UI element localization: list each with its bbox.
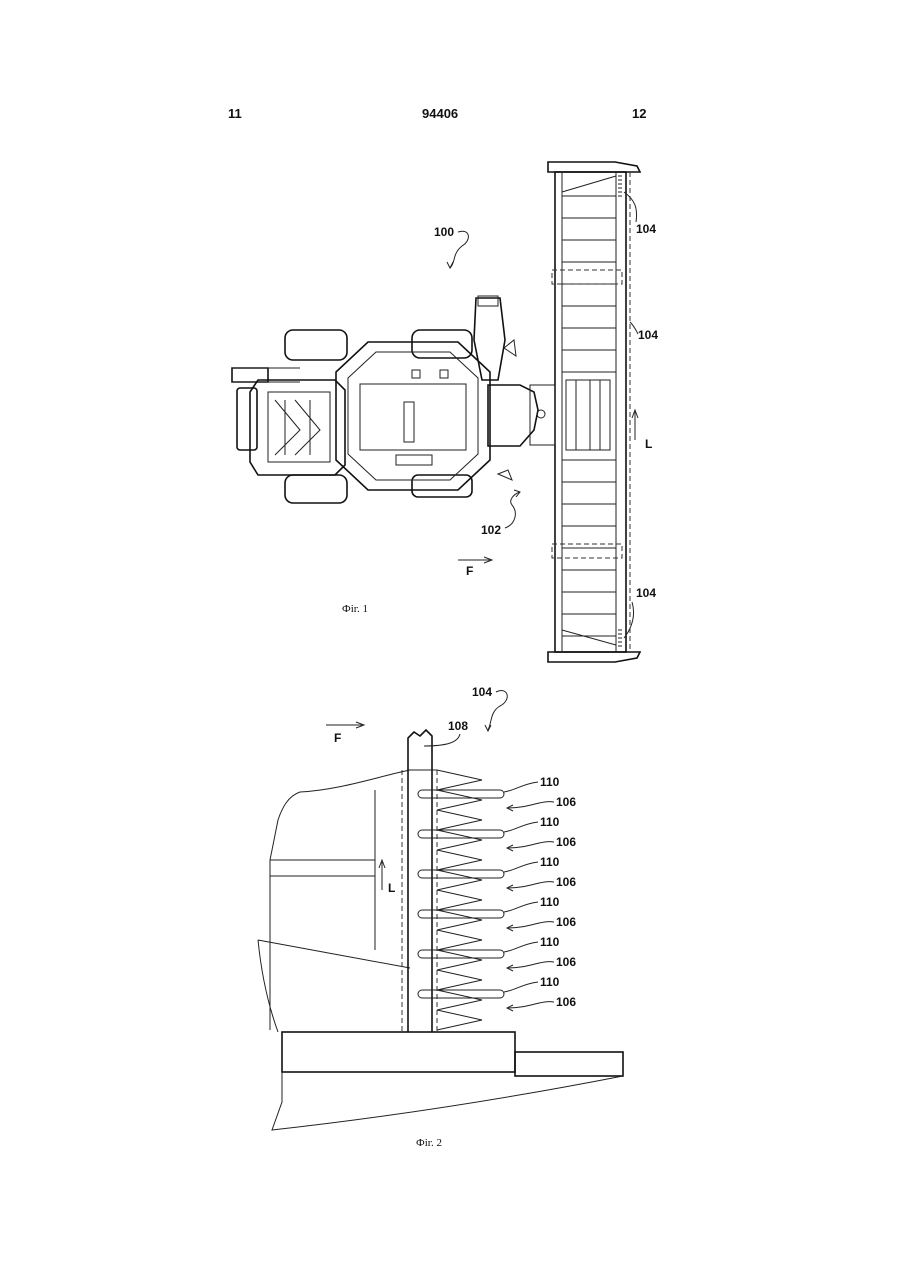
- ref-106-label: 106: [556, 915, 576, 929]
- ref-104-bottom-label: 104: [636, 586, 656, 600]
- ref-104-middle-label: 104: [638, 328, 658, 342]
- figure-1: 100 104 104 L 104 102 F Фіг. 1: [232, 162, 658, 662]
- figure-1-caption: Фіг. 1: [342, 603, 368, 615]
- platform-slats: [562, 196, 616, 636]
- ref-106-label: 106: [556, 995, 576, 1009]
- tooth-reference-labels: 110 106 110 106 110 106 110 106 110 106 110 106: [504, 775, 576, 1011]
- tooth-guard: [418, 830, 504, 838]
- ref-106-leader: [508, 962, 554, 968]
- lateral-direction-label: L: [645, 437, 652, 451]
- figure-2: 104 108 F L 1101061101061101061101061101…: [258, 685, 623, 1149]
- fig2-ref-104-label: 104: [472, 685, 492, 699]
- ref-106-label: 106: [556, 875, 576, 889]
- tooth-guard: [418, 790, 504, 798]
- ref-110-leader: [504, 902, 538, 912]
- ref-106-label: 106: [556, 955, 576, 969]
- ref-110-label: 110: [540, 895, 560, 909]
- fig2-ref-104-arrowhead: [485, 725, 491, 731]
- ref-106-leader: [508, 882, 554, 888]
- figure-2-caption: Фіг. 2: [416, 1137, 442, 1149]
- ref-110-leader: [504, 942, 538, 952]
- ref-104-middle-leader: [630, 322, 638, 334]
- ref-106-leader: [508, 1002, 554, 1008]
- fig2-forward-label: F: [334, 731, 341, 745]
- fig2-lateral-label: L: [388, 881, 395, 895]
- ref-110-label: 110: [540, 935, 560, 949]
- ref-102-leader: [505, 492, 520, 528]
- cutter-teeth: [418, 770, 504, 1030]
- ref-106-leader: [508, 802, 554, 808]
- tooth-guard: [418, 870, 504, 878]
- ref-110-label: 110: [540, 855, 560, 869]
- ref-106-leader: [508, 922, 554, 928]
- header-platform-drawing: [548, 162, 640, 662]
- ref-106-label: 106: [556, 795, 576, 809]
- ref-110-leader: [504, 782, 538, 792]
- ref-110-label: 110: [540, 815, 560, 829]
- serrated-edge: [437, 770, 482, 1030]
- tooth-guard: [418, 950, 504, 958]
- ref-106-label: 106: [556, 835, 576, 849]
- fig2-ref-108-leader: [424, 734, 460, 746]
- cutter-detail-drawing: [258, 730, 623, 1130]
- ref-110-label: 110: [540, 775, 560, 789]
- fig2-ref-108-label: 108: [448, 719, 468, 733]
- ref-110-leader: [504, 862, 538, 872]
- ref-110-leader: [504, 982, 538, 992]
- tooth-guard: [418, 990, 504, 998]
- forward-direction-label: F: [466, 564, 473, 578]
- ref-110-label: 110: [540, 975, 560, 989]
- tooth-guard: [418, 910, 504, 918]
- ref-100-label: 100: [434, 225, 454, 239]
- combine-body-drawing: [232, 296, 555, 503]
- ref-106-leader: [508, 842, 554, 848]
- ref-110-leader: [504, 822, 538, 832]
- ref-104-top-label: 104: [636, 222, 656, 236]
- ref-102-label: 102: [481, 523, 501, 537]
